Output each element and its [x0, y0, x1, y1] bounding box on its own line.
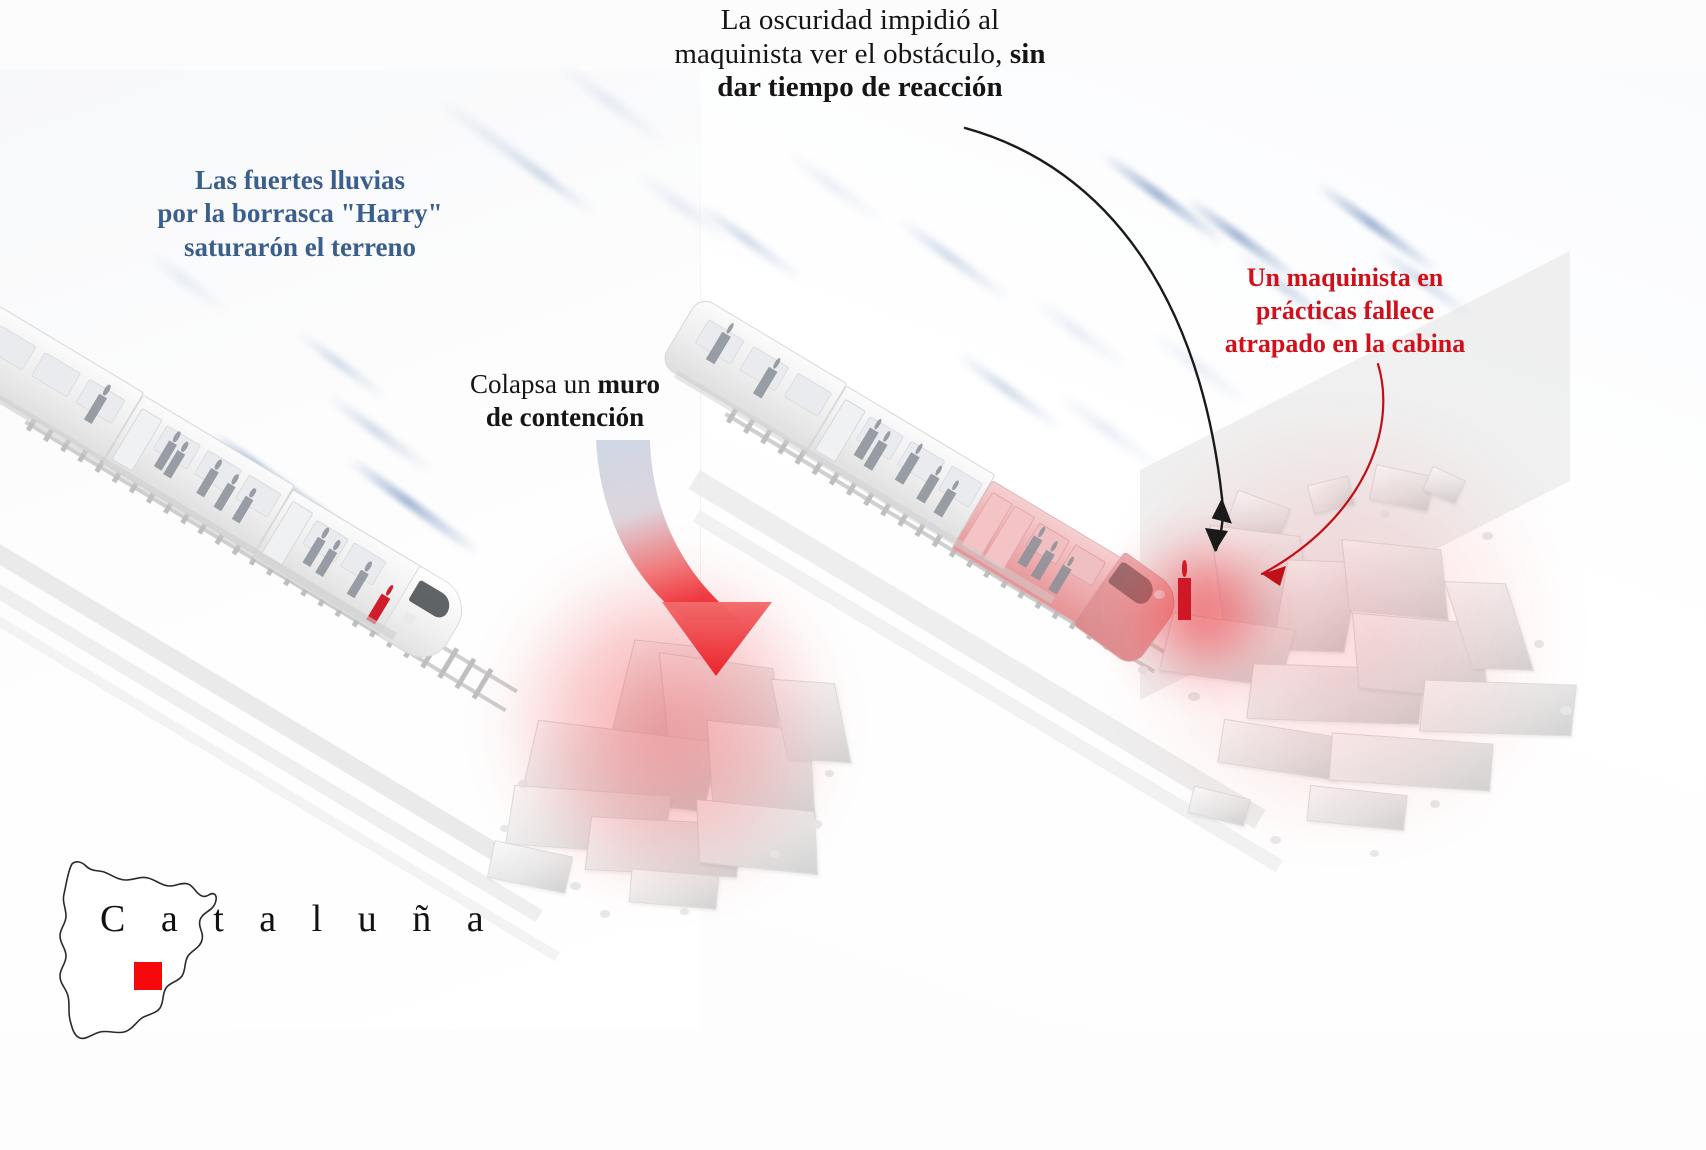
rain-caption-line1: Las fuertes lluvias	[194, 165, 405, 195]
region-label: C a t a l u ñ a	[100, 898, 497, 940]
wall-impact-glow	[496, 560, 836, 890]
accident-location-marker	[134, 962, 162, 990]
rain-caption-line3: saturarón el terreno	[184, 231, 416, 262]
rubble-pile	[470, 620, 900, 950]
victim-caption-line3: atrapado en la cabina	[1224, 328, 1466, 358]
wall-caption-line1-bold: muro	[597, 369, 660, 399]
darkness-caption-line2: maquinista ver el obstáculo, sin	[600, 38, 1120, 72]
darkness-caption-line3: dar tiempo de reacción	[717, 71, 1003, 104]
driver-death-caption: Un maquinista en prácticas fallece atrap…	[1190, 262, 1500, 360]
darkness-caption-line2-bold: sin	[1009, 37, 1046, 70]
rain-caption-line2: por la borrasca "Harry"	[157, 198, 443, 229]
scene-fade-bottom	[0, 1030, 1706, 1150]
victim-caption-line1: Un maquinista en	[1246, 263, 1444, 292]
wall-caption-line1-plain: Colapsa un	[469, 369, 598, 399]
retaining-wall-caption: Colapsa un muro de contención	[430, 368, 700, 434]
cabin-glow	[1128, 540, 1278, 680]
heavy-rain-caption: Las fuertes lluvias por la borrasca "Har…	[120, 164, 480, 264]
darkness-caption: La oscuridad impidió al maquinista ver e…	[600, 4, 1120, 105]
wall-caption-line2: de contención	[485, 401, 645, 432]
cataluna-outline-icon	[59, 861, 217, 1040]
victim-caption-line2: prácticas fallece	[1255, 295, 1435, 325]
wall-caption-line1: Colapsa un muro	[430, 368, 700, 401]
cataluna-map	[36, 840, 246, 1070]
trapped-driver-figure	[1178, 560, 1191, 620]
darkness-caption-line1: La oscuridad impidió al	[720, 4, 1000, 36]
darkness-caption-line2-plain: maquinista ver el obstáculo,	[674, 37, 1010, 70]
